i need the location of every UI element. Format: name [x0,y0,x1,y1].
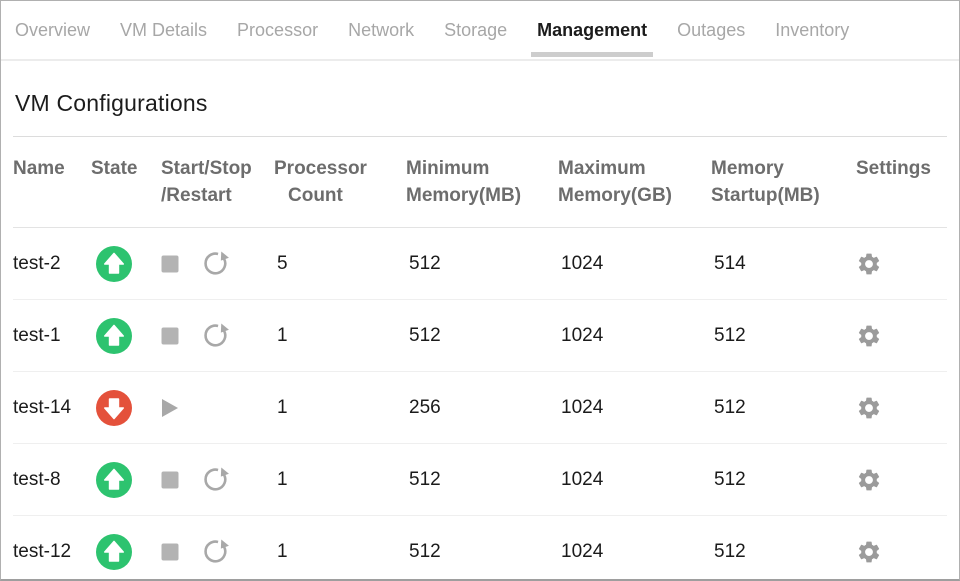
col-header-settings: Settings [856,158,931,179]
state-down-arrow-circle-icon [96,389,132,426]
col-header-state: State [91,158,138,179]
col-header-name: Name [13,158,65,179]
start-button[interactable] [161,398,179,418]
vm-controls-cell [161,537,274,566]
state-up-arrow-circle-icon [96,317,132,354]
table-row: test-8 [13,444,947,516]
tab-storage[interactable]: Storage [444,20,508,40]
vm-name: test-1 [13,324,61,346]
minimum-memory-value: 256 [409,396,441,418]
tab-management[interactable]: Management [531,1,654,60]
restart-button[interactable] [202,249,231,278]
minimum-memory-value: 512 [409,324,441,346]
vm-name: test-14 [13,396,72,418]
vm-controls-cell [161,465,274,494]
stop-button[interactable] [161,327,179,345]
processor-count-value: 1 [277,396,288,418]
table-row: test-14 [13,372,947,444]
table-body: test-2 [13,228,947,579]
section-header: VM Configurations [13,61,947,137]
tab-network[interactable]: Network [348,20,415,40]
settings-cell [856,395,947,421]
col-header-start-stop-restart: Start/Stop/Restart [161,158,252,206]
tab-overview[interactable]: Overview [15,20,91,40]
vm-controls-cell [161,398,274,418]
processor-count-value: 1 [277,540,288,562]
restart-button[interactable] [202,537,231,566]
restart-button[interactable] [202,465,231,494]
stop-button[interactable] [161,543,179,561]
maximum-memory-value: 1024 [561,252,604,274]
tab-inventory[interactable]: Inventory [775,20,850,40]
vm-name: test-8 [13,468,61,490]
settings-cell [856,251,947,277]
memory-startup-value: 512 [714,468,746,490]
settings-cell [856,539,947,565]
vm-name: test-12 [13,540,72,562]
maximum-memory-value: 1024 [561,540,604,562]
page-title: VM Configurations [15,90,208,116]
stop-button[interactable] [161,255,179,273]
state-up-arrow-circle-icon [96,245,132,282]
vm-controls-cell [161,249,274,278]
vm-name: test-2 [13,252,61,274]
processor-count-value: 5 [277,252,288,274]
vm-state-cell [91,533,161,570]
state-up-arrow-circle-icon [96,461,132,498]
vm-state-cell [91,245,161,282]
processor-count-value: 1 [277,468,288,490]
vm-state-cell [91,461,161,498]
memory-startup-value: 512 [714,540,746,562]
settings-cell [856,323,947,349]
gear-icon[interactable] [856,251,882,277]
vm-controls-cell [161,321,274,350]
table-row: test-12 [13,516,947,579]
stop-button[interactable] [161,471,179,489]
memory-startup-value: 514 [714,252,746,274]
memory-startup-value: 512 [714,396,746,418]
minimum-memory-value: 512 [409,252,441,274]
minimum-memory-value: 512 [409,540,441,562]
tab-processor[interactable]: Processor [237,20,319,40]
vm-state-cell [91,317,161,354]
minimum-memory-value: 512 [409,468,441,490]
tab-vm-details[interactable]: VM Details [120,20,208,40]
state-up-arrow-circle-icon [96,533,132,570]
gear-icon[interactable] [856,395,882,421]
settings-cell [856,467,947,493]
gear-icon[interactable] [856,467,882,493]
maximum-memory-value: 1024 [561,396,604,418]
gear-icon[interactable] [856,539,882,565]
memory-startup-value: 512 [714,324,746,346]
restart-button[interactable] [202,321,231,350]
tab-outages[interactable]: Outages [677,20,746,40]
table-row: test-2 [13,228,947,300]
gear-icon[interactable] [856,323,882,349]
processor-count-value: 1 [277,324,288,346]
maximum-memory-value: 1024 [561,324,604,346]
maximum-memory-value: 1024 [561,468,604,490]
tab-bar: Overview VM Details Processor Network St… [1,1,959,61]
vm-state-cell [91,389,161,426]
table-row: test-1 [13,300,947,372]
